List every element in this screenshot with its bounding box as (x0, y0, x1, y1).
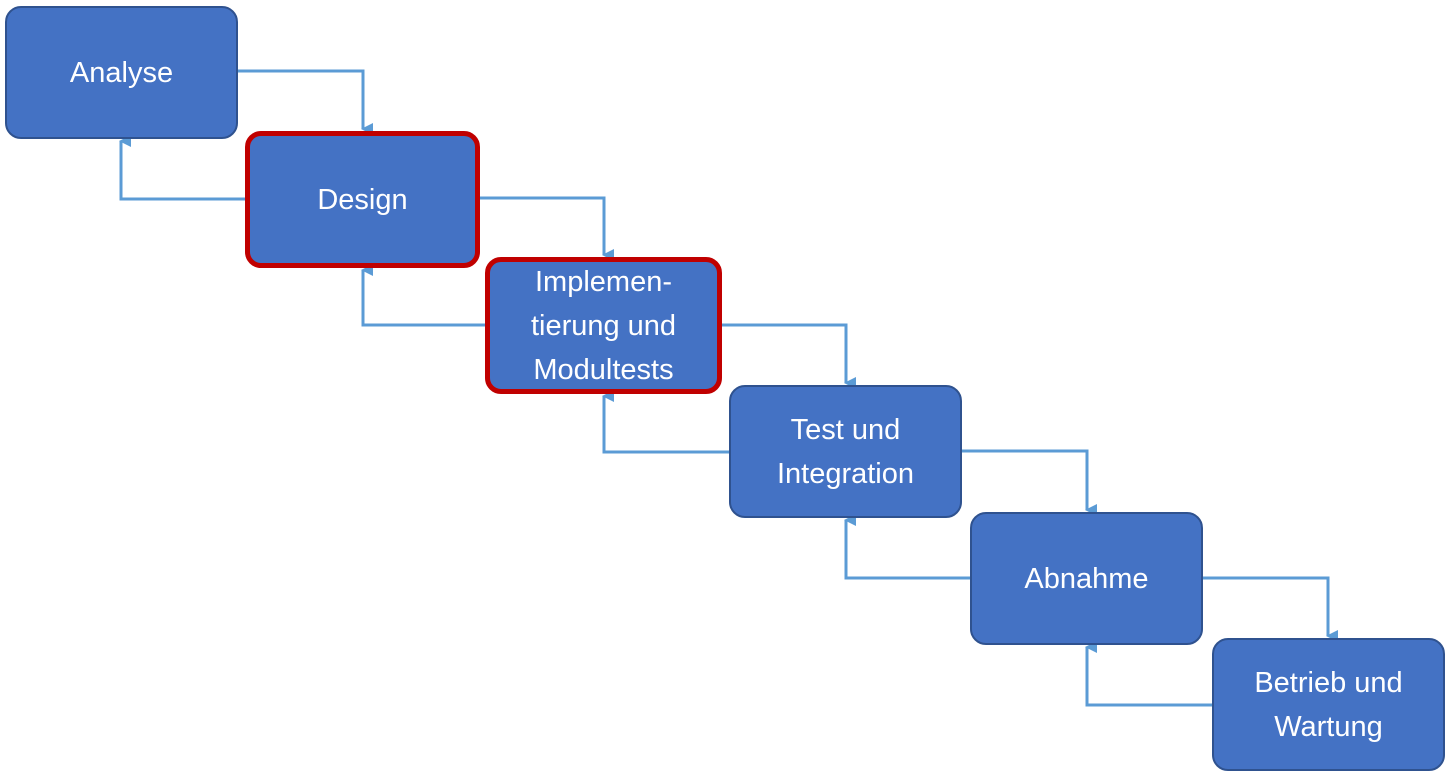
phase-box-design: Design (245, 131, 480, 268)
phase-label: Betrieb und Wartung (1254, 661, 1402, 749)
forward-arrow-design-implement (480, 196, 614, 261)
forward-arrow-test-abnahme (962, 449, 1097, 516)
forward-arrow-implement-test (722, 323, 856, 389)
phase-label: Analyse (70, 51, 173, 95)
forward-arrow-abnahme-betrieb (1203, 576, 1338, 642)
feedback-arrow-betrieb-abnahme (1085, 641, 1212, 707)
phase-label-line: Design (317, 183, 408, 216)
phase-box-abnahme: Abnahme (970, 512, 1203, 645)
phase-label-line: Integration (776, 457, 915, 490)
phase-label-line: Abnahme (1024, 562, 1149, 595)
feedback-arrow-design-analyse (119, 135, 245, 201)
feedback-arrow-implement-design (361, 264, 485, 327)
feedback-arrow-abnahme-test (844, 514, 970, 580)
phase-label-line: Wartung (1274, 710, 1383, 743)
forward-arrow-analyse-design (238, 69, 373, 135)
phase-box-analyse: Analyse (5, 6, 238, 139)
phase-box-betrieb-wartung: Betrieb und Wartung (1212, 638, 1445, 771)
phase-label-line: Analyse (69, 56, 174, 89)
phase-label-line: Modultests (533, 353, 674, 386)
phase-label-line: tierung und (530, 309, 677, 342)
phase-label-line: Betrieb und (1254, 666, 1403, 699)
phase-label-line: Test und (790, 413, 901, 446)
phase-label: Test und Integration (777, 408, 914, 496)
phase-box-implementierung: Implemen- tierung und Modultests (485, 257, 722, 394)
feedback-arrow-test-implement (602, 390, 729, 454)
phase-label-line: Implemen- (535, 265, 672, 298)
phase-label: Implemen- tierung und Modultests (531, 260, 676, 392)
phase-label: Abnahme (1024, 557, 1148, 601)
phase-label: Design (317, 178, 407, 222)
phase-box-test-integration: Test und Integration (729, 385, 962, 518)
